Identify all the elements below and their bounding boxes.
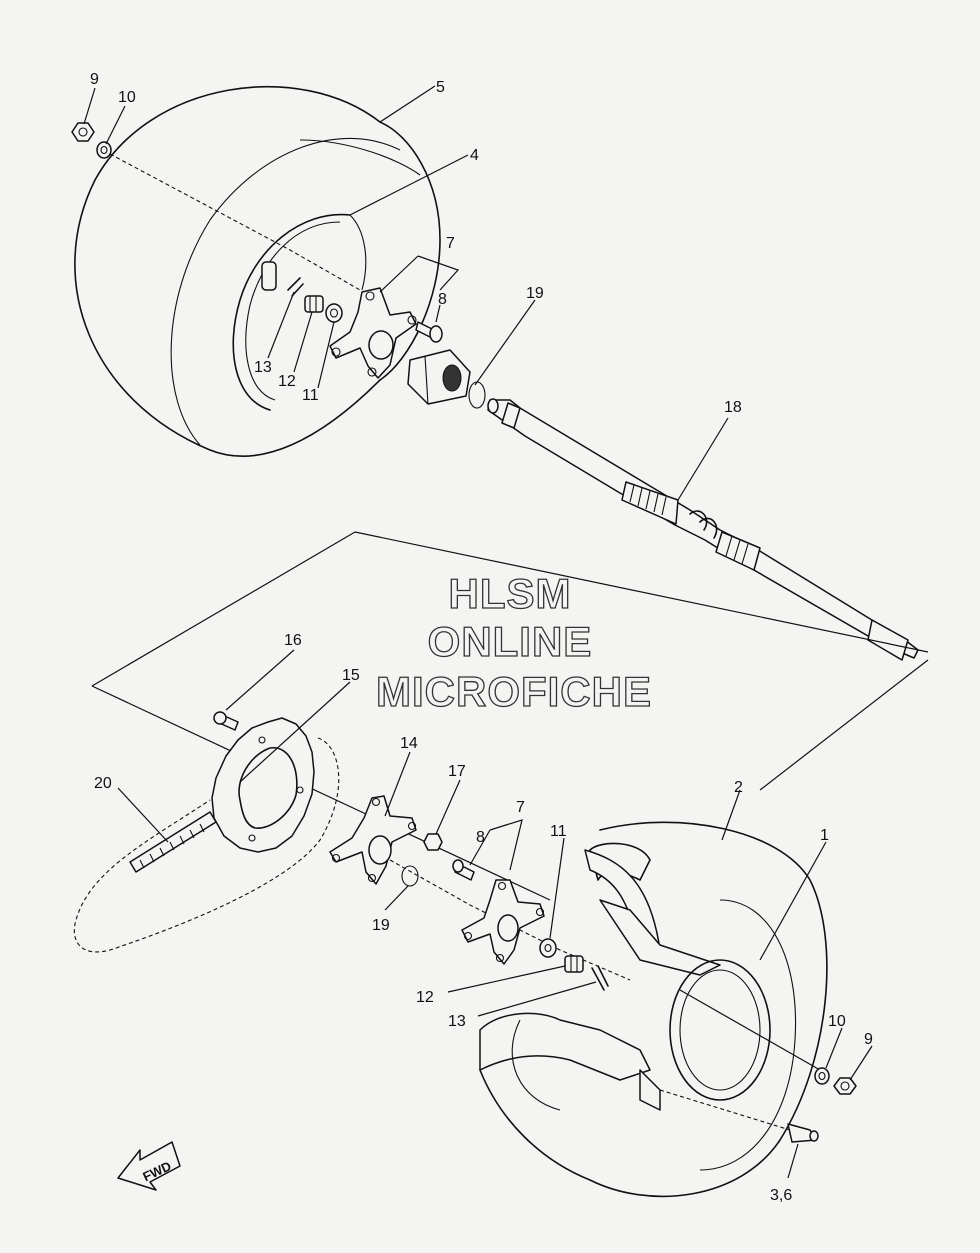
bottom-valve-axis	[659, 1089, 791, 1131]
callout-10-top: 10	[118, 89, 136, 106]
sprocket-hub-14[interactable]	[329, 795, 417, 885]
top-washer-10[interactable]	[96, 141, 112, 159]
forward-direction-arrow: FWD	[117, 1141, 181, 1191]
callout-9-top: 9	[90, 71, 99, 88]
callout-9-bottom: 9	[864, 1031, 873, 1048]
callout-14: 14	[400, 735, 418, 752]
assembly-boundary	[91, 531, 929, 901]
callout-15: 15	[342, 667, 360, 684]
top-nut-9[interactable]	[71, 122, 95, 142]
watermark-line3: MICROFICHE	[376, 668, 652, 715]
callout-19-top: 19	[526, 285, 544, 302]
callout-11-bottom: 11	[550, 823, 567, 840]
callout-3-6: 3,6	[770, 1187, 792, 1204]
watermark-line2: ONLINE	[428, 618, 593, 665]
top-cotter-pin-13[interactable]	[287, 277, 304, 297]
callout-19-bottom: 19	[372, 917, 390, 934]
bottom-tire-2[interactable]	[479, 821, 828, 1198]
axle-shaft-18[interactable]	[487, 398, 919, 661]
top-tire[interactable]	[74, 86, 441, 457]
top-bearing-housing[interactable]	[407, 349, 471, 405]
bottom-washer-10[interactable]	[814, 1067, 830, 1085]
bottom-nut-9[interactable]	[833, 1077, 857, 1095]
callout-8-bottom: 8	[476, 829, 485, 846]
callout-5: 5	[436, 79, 445, 96]
chain-loop	[73, 737, 340, 953]
top-hub-7[interactable]	[329, 287, 417, 379]
leader-lines	[83, 85, 873, 1179]
sprocket-15[interactable]	[211, 717, 315, 853]
callout-2: 2	[734, 779, 743, 796]
watermark-line1: HLSM	[449, 570, 572, 617]
top-oring-19[interactable]	[468, 381, 486, 409]
callout-4: 4	[470, 147, 479, 164]
bottom-castle-nut-12[interactable]	[564, 955, 584, 973]
callout-labels: 9 10 5 4 7 8 19 13 12 11 18 16 15 14 17 …	[90, 71, 873, 1204]
top-wheel-rim[interactable]	[232, 213, 367, 411]
callout-18: 18	[724, 399, 742, 416]
callout-13-top: 13	[254, 359, 272, 376]
callout-8-top: 8	[438, 291, 447, 308]
top-washer-11[interactable]	[325, 303, 343, 323]
watermark: HLSM ONLINE MICROFICHE	[375, 569, 652, 715]
callout-7-top: 7	[446, 235, 455, 252]
top-castle-nut-12[interactable]	[304, 295, 324, 313]
bottom-wheel-rim-1[interactable]	[479, 849, 771, 1111]
bottom-cotter-pin-13[interactable]	[591, 965, 609, 991]
callout-16: 16	[284, 632, 302, 649]
bottom-bolt-8[interactable]	[452, 859, 475, 881]
callout-13-bottom: 13	[448, 1013, 466, 1030]
callout-7-bottom: 7	[516, 799, 525, 816]
bottom-oring-19[interactable]	[401, 865, 419, 887]
sprocket-bolt-16[interactable]	[213, 711, 239, 731]
callout-17: 17	[448, 763, 466, 780]
drive-chain-20[interactable]	[129, 811, 217, 873]
callout-20: 20	[94, 775, 112, 792]
top-axis-dashed	[109, 153, 361, 291]
callout-1: 1	[820, 827, 829, 844]
nut-17[interactable]	[423, 833, 443, 851]
callout-10-bottom: 10	[828, 1013, 846, 1030]
bottom-stud-axis	[679, 989, 821, 1071]
callout-12-bottom: 12	[416, 989, 434, 1006]
bottom-hub-7[interactable]	[461, 879, 545, 965]
callout-12-top: 12	[278, 373, 296, 390]
top-bolt-8[interactable]	[415, 321, 443, 343]
bottom-washer-11[interactable]	[539, 938, 557, 958]
valve-stem-3-6[interactable]	[787, 1123, 819, 1143]
callout-11-top: 11	[302, 387, 319, 404]
